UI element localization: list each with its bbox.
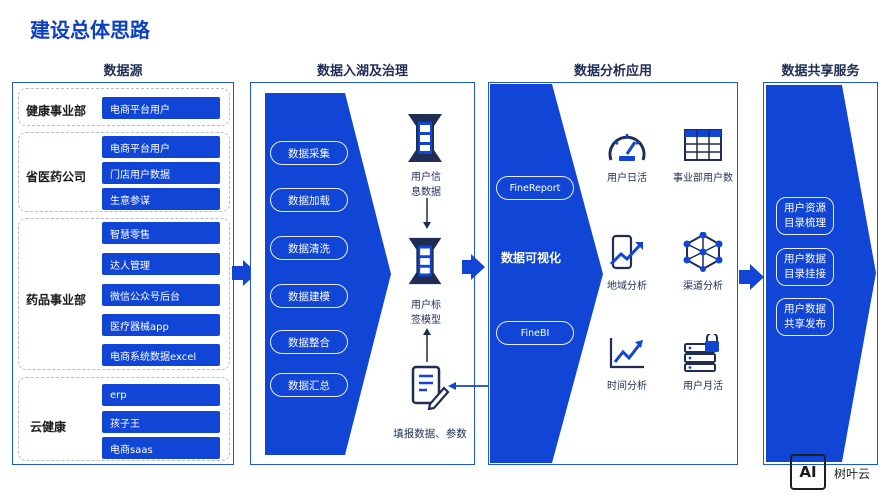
flow-arrow-icon xyxy=(750,264,764,290)
line-chart-icon xyxy=(609,338,644,369)
analysis-item-label: 事业部用户数 xyxy=(673,173,733,184)
mobile-trend-icon xyxy=(609,234,643,270)
tool-finereport: FineReport xyxy=(496,176,574,200)
source-item: 智慧零售 xyxy=(102,222,220,244)
flow-arrow-icon xyxy=(471,254,485,280)
source-item: 门店用户数据 xyxy=(102,162,220,184)
form-edit-icon xyxy=(411,365,450,410)
source-group-health xyxy=(18,88,230,126)
network-icon xyxy=(683,232,723,272)
logo-mark: AI xyxy=(790,454,826,490)
flow-arrow-shaft xyxy=(232,266,244,280)
source-item: 微信公众号后台 xyxy=(102,284,220,306)
visualization-label: 数据可视化 xyxy=(501,251,562,265)
analysis-item-label: 地域分析 xyxy=(607,281,647,292)
table-icon xyxy=(684,129,722,161)
arrow-down-icon xyxy=(423,198,431,229)
source-item: 电商平台用户 xyxy=(102,136,220,158)
flow-arrow-shaft xyxy=(739,270,751,284)
speedometer-icon xyxy=(608,134,646,161)
sharing-item: 用户资源 目录梳理 xyxy=(776,197,834,235)
tool-finebi: FineBI xyxy=(496,321,574,345)
fill-in-caption: 填报数据、参数 xyxy=(393,428,467,440)
user-tags-caption: 用户标 签模型 xyxy=(411,300,441,326)
user-info-caption: 用户信 息数据 xyxy=(411,172,441,198)
lake-step: 数据采集 xyxy=(270,141,348,165)
server-lock-icon xyxy=(684,334,719,372)
film-strip-icon xyxy=(408,114,442,162)
source-group-label: 健康事业部 xyxy=(26,104,87,118)
source-group-drug-division xyxy=(18,218,230,370)
lake-step: 数据整合 xyxy=(270,330,348,354)
source-group-cloud-health xyxy=(18,377,230,461)
film-strip-icon xyxy=(408,237,442,285)
source-item: 孩子王 xyxy=(102,411,220,433)
logo-text: 树叶云 xyxy=(834,467,871,481)
column-title-lake: 数据入湖及治理 xyxy=(316,64,408,79)
source-item: 电商saas xyxy=(102,437,220,459)
column-title-analysis: 数据分析应用 xyxy=(573,64,652,79)
source-group-label: 药品事业部 xyxy=(26,293,87,307)
lake-step: 数据清洗 xyxy=(270,236,348,260)
sharing-item: 用户数据 目录挂接 xyxy=(776,248,834,286)
page-title: 建设总体思路 xyxy=(30,18,150,42)
source-item: 达人管理 xyxy=(102,253,220,275)
lake-chevron-shape xyxy=(265,93,391,455)
arrow-up-icon xyxy=(423,328,431,362)
analysis-item-label: 时间分析 xyxy=(607,381,647,392)
source-item: erp xyxy=(102,384,220,406)
analysis-item-label: 用户月活 xyxy=(683,381,723,392)
column-title-sharing: 数据共享服务 xyxy=(781,64,860,79)
source-group-label: 云健康 xyxy=(30,420,67,434)
flow-arrow-shaft xyxy=(462,260,472,274)
lake-step: 数据汇总 xyxy=(270,373,348,397)
source-item: 生意参谋 xyxy=(102,188,220,210)
analysis-item-label: 渠道分析 xyxy=(683,281,723,292)
analysis-chevron-shape xyxy=(490,84,603,463)
column-title-sources: 数据源 xyxy=(103,64,143,79)
source-item: 电商平台用户 xyxy=(102,97,220,119)
source-group-label: 省医药公司 xyxy=(26,170,87,184)
source-group-pharma-company xyxy=(18,132,230,212)
analysis-item-label: 用户日活 xyxy=(607,173,647,184)
sharing-item: 用户数据 共享发布 xyxy=(776,298,834,336)
source-item: 电商系统数据excel xyxy=(102,344,220,366)
lake-step: 数据加载 xyxy=(270,188,348,212)
source-item: 医疗器械app xyxy=(102,314,220,336)
lake-step: 数据建模 xyxy=(270,284,348,308)
